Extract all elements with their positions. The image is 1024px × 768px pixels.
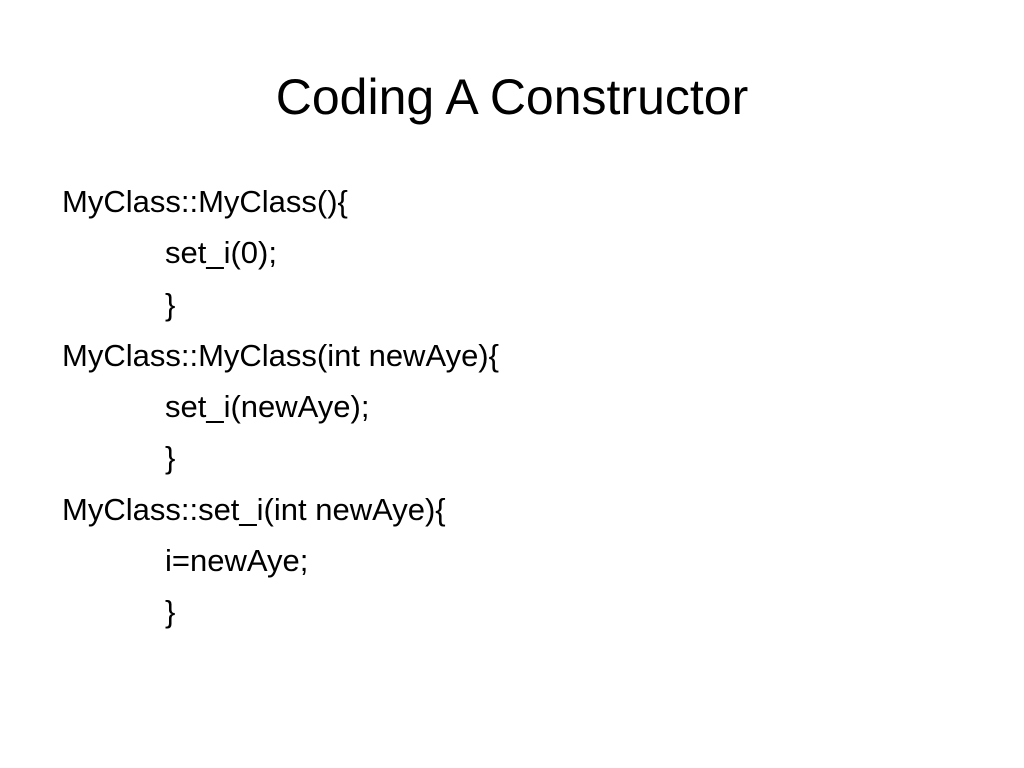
- code-line-7: MyClass::set_i(int newAye){: [62, 491, 446, 527]
- code-line-3: }: [165, 286, 176, 322]
- code-line-4: MyClass::MyClass(int newAye){: [62, 337, 499, 373]
- code-line-9: }: [165, 594, 176, 630]
- code-line-5: set_i(newAye);: [165, 389, 370, 425]
- code-line-2: set_i(0);: [165, 235, 277, 271]
- code-line-6: }: [165, 440, 176, 476]
- slide-body: MyClass::MyClass(){ set_i(0); } MyClass:…: [62, 176, 982, 638]
- code-line-8: i=newAye;: [165, 543, 309, 579]
- code-line-1: MyClass::MyClass(){: [62, 184, 348, 219]
- slide-title: Coding A Constructor: [275, 69, 749, 125]
